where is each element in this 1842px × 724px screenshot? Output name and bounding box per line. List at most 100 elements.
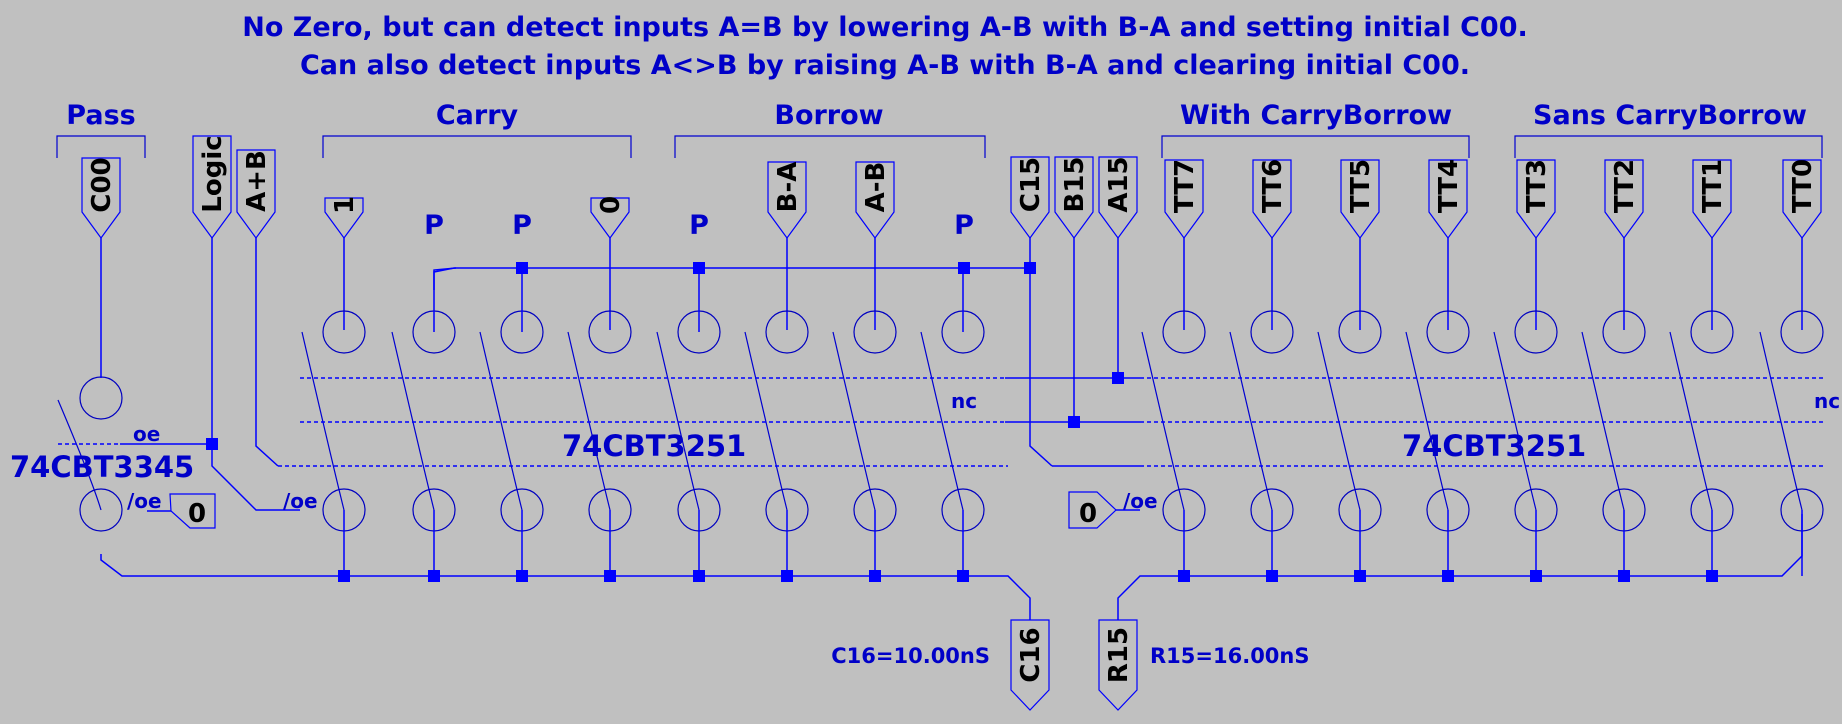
- switch-blade: [391, 331, 435, 511]
- group-label-sans-carryborrow: Sans CarryBorrow: [1533, 100, 1807, 131]
- bracket-with-carryborrow: [1161, 135, 1470, 158]
- part-label-74cbt3251-left: 74CBT3251: [562, 429, 746, 463]
- flag-tt4: TT4: [1434, 159, 1464, 213]
- switch-top-pin: [1426, 310, 1470, 354]
- flag-tt6-shape: [1252, 159, 1292, 240]
- pin-label-nc-left: nc: [951, 389, 977, 413]
- switch-blade: [479, 331, 523, 511]
- gnd-flag-left-shape: [169, 493, 216, 529]
- flag-c16: C16: [1016, 627, 1046, 682]
- flag-tt1-shape: [1692, 159, 1732, 240]
- flag-tt6: TT6: [1258, 159, 1288, 213]
- switch-top-pin: [1602, 310, 1646, 354]
- logic-to-noe-wire: [211, 444, 300, 511]
- pin-label-noe-left: /oe: [127, 489, 162, 513]
- junction-dot: [869, 570, 881, 582]
- flag-tt0: TT0: [1788, 159, 1818, 213]
- junction-dot: [958, 262, 970, 274]
- flag-tt7: TT7: [1170, 159, 1200, 213]
- measurement-r15: R15=16.00nS: [1150, 644, 1310, 668]
- flag-one: 1: [330, 196, 360, 214]
- junction-dot: [693, 262, 705, 274]
- junction-dot: [1706, 570, 1718, 582]
- switch-top-pin: [1162, 310, 1206, 354]
- pin-label-noe-mid: /oe: [283, 489, 318, 513]
- junction-dot: [1354, 570, 1366, 582]
- flag-a15-shape: [1098, 156, 1138, 240]
- bracket-borrow: [674, 135, 986, 158]
- switch-top-pin: [1514, 310, 1558, 354]
- flag-tt1: TT1: [1698, 159, 1728, 213]
- switch-blade: [1759, 331, 1803, 511]
- part-label-74cbt3251-right: 74CBT3251: [1402, 429, 1586, 463]
- group-label-with-carryborrow: With CarryBorrow: [1180, 100, 1452, 131]
- flag-aminusb-shape: [855, 161, 895, 240]
- flag-tt2-shape: [1604, 159, 1644, 240]
- flag-logic: Logic: [198, 135, 228, 212]
- title-line-1: No Zero, but can detect inputs A=B by lo…: [242, 12, 1528, 43]
- junction-dot: [1178, 570, 1190, 582]
- pullup-label-2: P: [512, 210, 532, 241]
- switch-blade: [1669, 331, 1713, 511]
- flag-zero: 0: [596, 196, 626, 214]
- flag-tt4-shape: [1428, 159, 1468, 240]
- c15-wire: [1029, 238, 1053, 467]
- output-bus-left: [100, 554, 1031, 620]
- junction-dot: [781, 570, 793, 582]
- junction-dot: [1442, 570, 1454, 582]
- control-lines: [58, 377, 1826, 467]
- switch-blade: [656, 331, 700, 511]
- pin-label-noe-right: /oe: [1123, 489, 1158, 513]
- junction-dot: [516, 262, 528, 274]
- flag-tt5-shape: [1340, 159, 1380, 240]
- flag-c16-shape: [1010, 619, 1050, 711]
- part-label-74cbt3345: 74CBT3345: [10, 450, 194, 484]
- title-line-2: Can also detect inputs A<>B by raising A…: [300, 50, 1470, 81]
- switch-blade: [744, 331, 788, 511]
- bracket-carry: [322, 135, 632, 158]
- flag-tt0-shape: [1782, 159, 1822, 240]
- junction-dot: [1068, 416, 1080, 428]
- flag-tt3: TT3: [1522, 159, 1552, 213]
- flag-r15: R15: [1104, 627, 1134, 683]
- junction-dot: [1112, 372, 1124, 384]
- junction-dot: [693, 570, 705, 582]
- pullup-bus-bend: [433, 267, 457, 290]
- pin-label-nc-right: nc: [1814, 389, 1840, 413]
- group-label-carry: Carry: [436, 100, 519, 131]
- flag-tt2: TT2: [1610, 159, 1640, 213]
- switch-blade: [920, 331, 964, 511]
- flag-bminusa-shape: [767, 161, 807, 240]
- flag-tt3-shape: [1516, 159, 1556, 240]
- bracket-sans-carryborrow: [1514, 135, 1823, 158]
- pullup-label-1: P: [424, 210, 444, 241]
- switch-blade: [1141, 331, 1185, 511]
- flag-aplusb-shape: [236, 149, 276, 240]
- group-label-borrow: Borrow: [774, 100, 883, 131]
- pullup-label-4: P: [954, 210, 974, 241]
- aplusb-wire: [255, 238, 279, 467]
- flag-c00: C00: [87, 157, 117, 212]
- flag-bminusa: B-A: [773, 162, 803, 213]
- switch-top-pin: [1338, 310, 1382, 354]
- switch-blade: [567, 331, 611, 511]
- flag-aminusb: A-B: [861, 162, 891, 213]
- flag-c15: C15: [1016, 157, 1046, 212]
- switch-bottom-pin-c00: [79, 488, 123, 532]
- switch-blade: [1493, 331, 1537, 511]
- switch-top-pin-c00: [79, 376, 123, 420]
- gnd-flag-left: 0: [188, 499, 206, 529]
- switch-top-pin: [1780, 310, 1824, 354]
- junction-dot: [1618, 570, 1630, 582]
- junction-dot: [1530, 570, 1542, 582]
- switch-top-pin: [853, 310, 897, 354]
- junction-dot: [516, 570, 528, 582]
- switch-blade: [1581, 331, 1625, 511]
- switch-blade: [1317, 331, 1361, 511]
- measurement-c16: C16=10.00nS: [831, 644, 990, 668]
- group-label-pass: Pass: [66, 100, 135, 131]
- switch-array: [57, 274, 1824, 576]
- flag-one-shape: [324, 197, 364, 240]
